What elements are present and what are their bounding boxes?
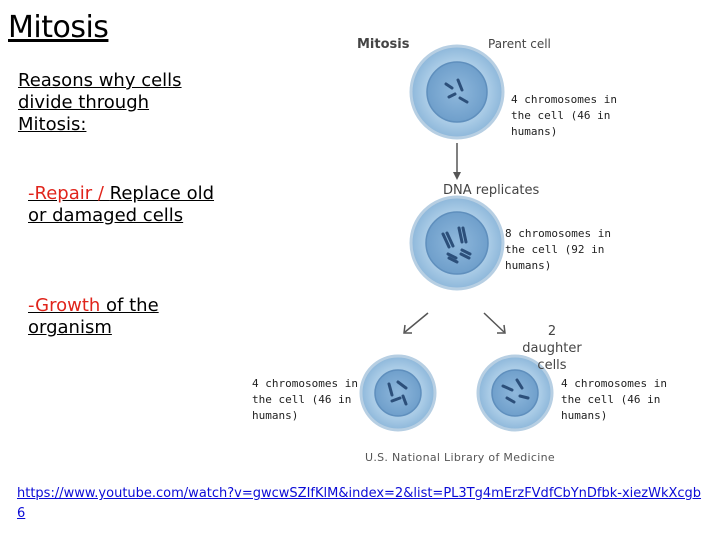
diagram-title: Mitosis (357, 37, 410, 52)
parent-cell-label: Parent cell (488, 37, 551, 51)
parent-cell (409, 44, 505, 140)
split-arrows-icon (403, 312, 506, 334)
note-replicated: 8 chromosomes in the cell (92 in humans) (505, 227, 611, 272)
reason-repair-text: Replace old or damaged cells (28, 183, 215, 226)
reason-growth-text: of the organism (28, 295, 159, 338)
daughter-cell-left (359, 354, 437, 432)
note-daughter-left: 4 chromosomes in the cell (46 in humans) (252, 377, 358, 422)
replicated-chromosomes (441, 226, 472, 264)
reason-repair-highlight: -Repair / (28, 183, 110, 204)
video-link[interactable]: https://www.youtube.com/watch?v=gwcwSZIf… (17, 486, 702, 521)
parent-chromosomes (444, 78, 469, 104)
arrow-down-icon (453, 143, 461, 180)
reason-growth: -Growth of the organism (28, 295, 218, 339)
reason-growth-highlight: -Growth (28, 295, 107, 316)
reason-repair: -Repair / Replace old or damaged cells (28, 183, 218, 227)
daughter-cell-right (476, 354, 554, 432)
dna-replicates-label: DNA replicates (443, 183, 540, 198)
daughter-cells-label: 2 daughter cells (522, 324, 582, 373)
image-credit: U.S. National Library of Medicine (365, 451, 555, 464)
replicated-cell (409, 195, 505, 291)
reasons-heading: Reasons why cells divide through Mitosis… (18, 70, 182, 135)
note-parent: 4 chromosomes in the cell (46 in humans) (511, 93, 617, 138)
page-title: Mitosis (8, 10, 109, 45)
note-daughter-right: 4 chromosomes in the cell (46 in humans) (561, 377, 667, 422)
